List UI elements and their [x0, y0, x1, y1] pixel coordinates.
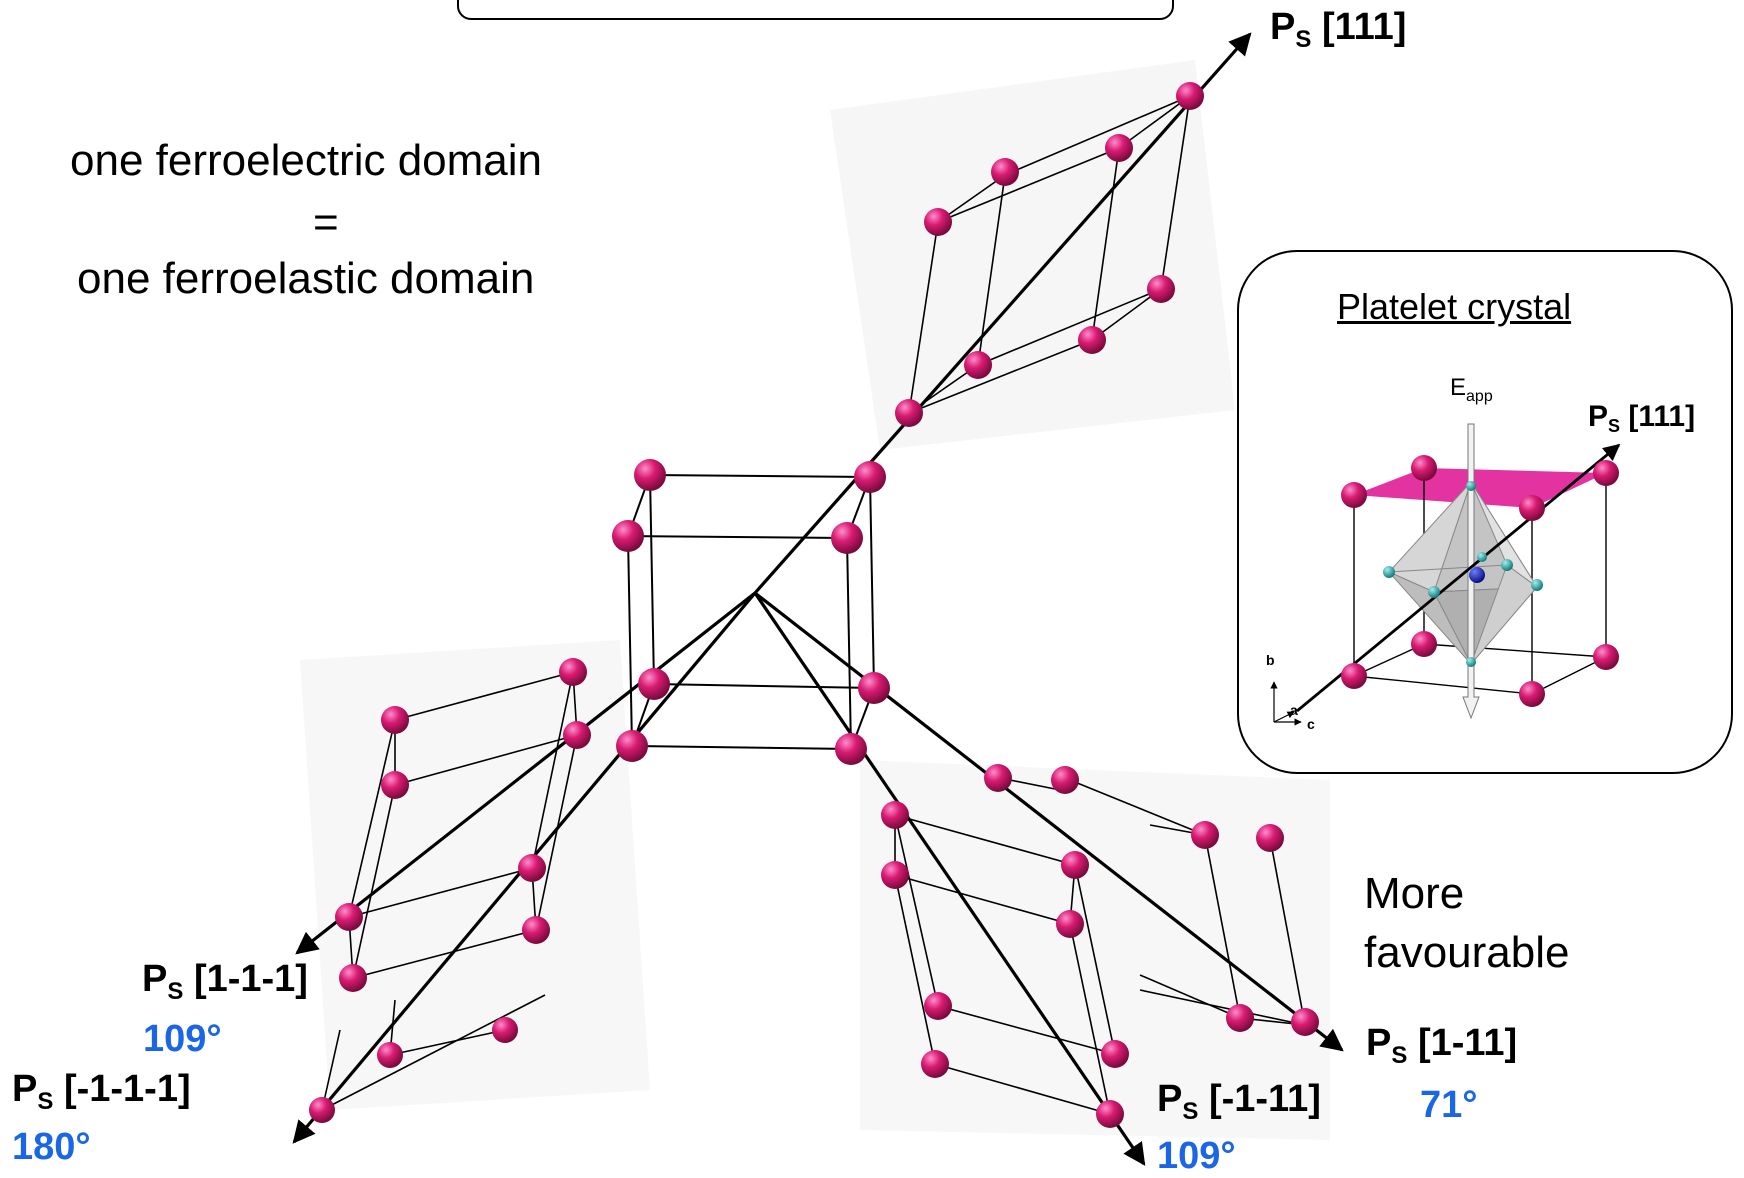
headline-equals: = — [313, 198, 339, 247]
cell-central — [627, 474, 875, 750]
ps-label-1-11: PS [1-11] — [1366, 1022, 1518, 1069]
cell-upper — [908, 95, 1191, 414]
angle--1-11: 109° — [1157, 1135, 1236, 1177]
angle--1-1-1: 180° — [12, 1126, 91, 1168]
arrow-111 — [753, 32, 1252, 595]
platelet-crystal-diagram — [1270, 423, 1621, 726]
axis-b-label: b — [1266, 652, 1275, 668]
platelet-crystal-panel: Platelet crystal Eapp PS [111] b a c — [1237, 250, 1733, 774]
field-label: Eapp — [1450, 374, 1493, 405]
axis-c-label: c — [1307, 716, 1315, 732]
caption-box — [457, 0, 1174, 20]
arrow-1-1-1 — [295, 591, 756, 955]
ps-label-111: PS [111] — [1270, 6, 1407, 53]
atoms — [309, 82, 1319, 1128]
ps-label--1-11: PS [-1-11] — [1157, 1078, 1321, 1125]
arrow--1-11 — [753, 592, 1146, 1166]
note-line2: favourable — [1364, 928, 1570, 977]
platelet-title: Platelet crystal — [1337, 286, 1572, 327]
note-line1: More — [1364, 869, 1465, 918]
arrow-1-11 — [754, 591, 1344, 1052]
angle-1-11: 71° — [1420, 1084, 1478, 1126]
angle-1-1-1: 109° — [143, 1018, 222, 1060]
headline-line2: one ferroelastic domain — [77, 254, 535, 303]
platelet-ps-label: PS [111] — [1588, 400, 1696, 436]
axis-a-label: a — [1290, 702, 1298, 718]
ps-label-1-1-1: PS [1-1-1] — [142, 958, 308, 1005]
ps-label--1-1-1: PS [-1-1-1] — [12, 1068, 191, 1115]
cell-backgrounds — [300, 60, 1330, 1140]
headline-line1: one ferroelectric domain — [70, 136, 543, 185]
